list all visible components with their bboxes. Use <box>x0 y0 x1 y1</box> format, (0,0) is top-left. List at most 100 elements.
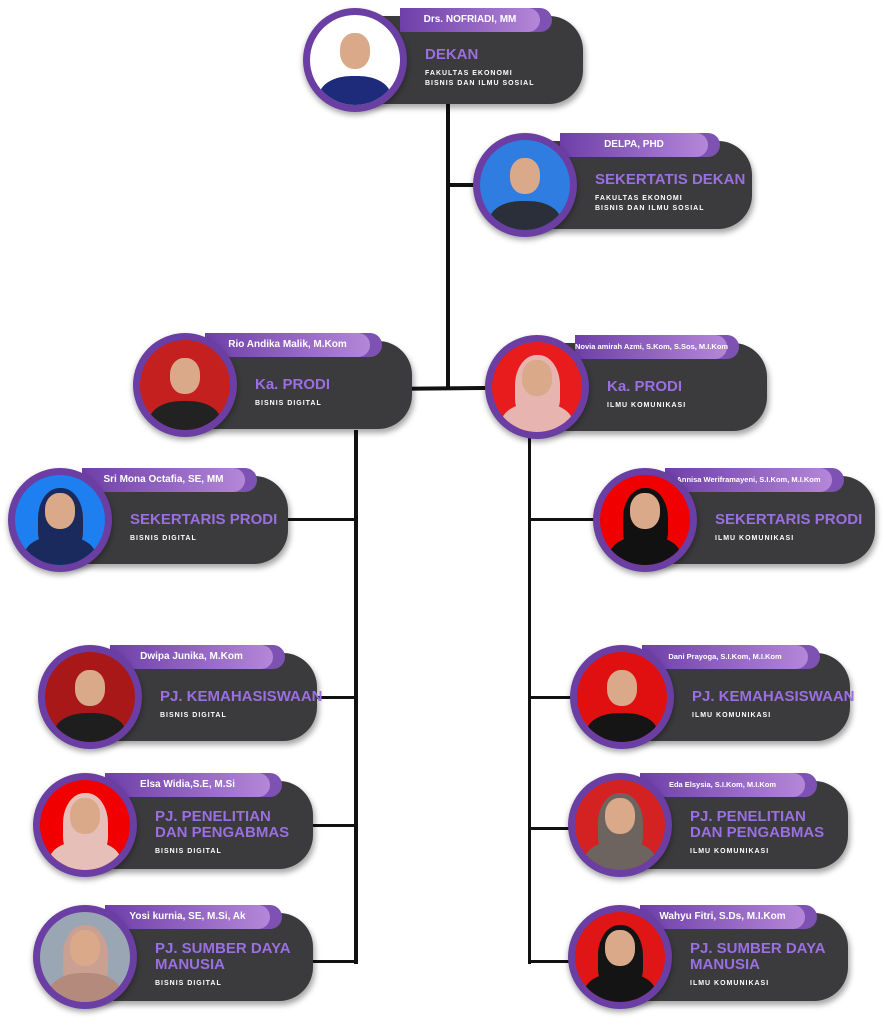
connector-line <box>530 827 576 830</box>
photo-frame <box>568 773 672 877</box>
position-title: SEKERTARIS PRODI <box>130 511 278 528</box>
card-text: PJ. PENELITIAN DAN PENGABMAS BISNIS DIGI… <box>155 799 307 867</box>
person-photo <box>310 15 400 105</box>
position-title: SEKERTATIS DEKAN <box>595 171 746 188</box>
position-title: PJ. KEMAHASISWAAN <box>160 688 323 705</box>
torso-shape <box>319 76 391 105</box>
unit-label: ILMU KOMUNIKASI <box>715 535 795 542</box>
card-text: Ka. PRODI BISNIS DIGITAL <box>255 359 406 427</box>
position-title: PJ. PENELITIAN DAN PENGABMAS <box>690 808 825 841</box>
person-name: Dani Prayoga, S.I.Kom, M.I.Kom <box>642 645 808 669</box>
photo-frame <box>38 645 142 749</box>
unit-label: FAKULTAS EKONOMI BISNIS DAN ILMU SOSIAL <box>595 195 705 212</box>
unit-label: BISNIS DIGITAL <box>160 712 227 719</box>
torso-shape <box>489 201 561 230</box>
photo-frame <box>133 333 237 437</box>
torso-shape <box>584 973 656 1002</box>
torso-shape <box>49 841 121 870</box>
photo-frame <box>8 468 112 572</box>
person-name: Sri Mona Octafia, SE, MM <box>82 468 245 492</box>
photo-frame <box>303 8 407 112</box>
connector-line <box>315 696 356 699</box>
torso-shape <box>609 536 681 565</box>
unit-label: BISNIS DIGITAL <box>155 980 222 987</box>
torso-shape <box>149 401 221 430</box>
person-name: Novia amirah Azmi, S.Kom, S.Sos, M.I.Kom <box>575 335 728 359</box>
unit-label: ILMU KOMUNIKASI <box>690 848 770 855</box>
photo-frame <box>593 468 697 572</box>
person-photo <box>577 652 667 742</box>
torso-shape <box>586 713 658 742</box>
face-shape <box>606 670 638 706</box>
connector-line <box>446 100 450 390</box>
unit-label: BISNIS DIGITAL <box>155 848 222 855</box>
unit-label: ILMU KOMUNIKASI <box>690 980 770 987</box>
torso-shape <box>49 973 121 1002</box>
connector-line <box>311 824 356 827</box>
torso-shape <box>24 536 96 565</box>
card-text: PJ. SUMBER DAYA MANUSIA ILMU KOMUNIKASI <box>690 931 842 999</box>
torso-shape <box>501 403 573 432</box>
photo-frame <box>570 645 674 749</box>
person-name: Wahyu Fitri, S.Ds, M.I.Kom <box>640 905 805 929</box>
photo-frame <box>33 905 137 1009</box>
connector-line <box>528 430 531 964</box>
photo-frame <box>33 773 137 877</box>
person-name: Drs. NOFRIADI, MM <box>400 8 540 32</box>
torso-shape <box>54 713 126 742</box>
photo-frame <box>568 905 672 1009</box>
position-title: PJ. SUMBER DAYA MANUSIA <box>155 940 291 973</box>
unit-label: BISNIS DIGITAL <box>255 400 322 407</box>
person-photo <box>40 912 130 1002</box>
position-title: PJ. KEMAHASISWAAN <box>692 688 855 705</box>
person-photo <box>575 912 665 1002</box>
connector-line <box>530 960 576 963</box>
person-photo <box>575 780 665 870</box>
face-shape <box>509 158 541 194</box>
person-photo <box>600 475 690 565</box>
person-name: Dwipa Junika, M.Kom <box>110 645 273 669</box>
card-text: PJ. KEMAHASISWAAN ILMU KOMUNIKASI <box>692 671 855 739</box>
face-shape <box>69 798 101 834</box>
connector-line <box>354 430 358 964</box>
torso-shape <box>584 841 656 870</box>
connector-line <box>311 960 356 963</box>
person-name: Yosi kurnia, SE, M.Si, Ak <box>105 905 270 929</box>
card-text: SEKERTARIS PRODI BISNIS DIGITAL <box>130 494 290 562</box>
photo-frame <box>473 133 577 237</box>
position-title: PJ. SUMBER DAYA MANUSIA <box>690 940 826 973</box>
card-text: Ka. PRODI ILMU KOMUNIKASI <box>607 361 761 429</box>
face-shape <box>521 360 553 396</box>
card-text: PJ. SUMBER DAYA MANUSIA BISNIS DIGITAL <box>155 931 307 999</box>
face-shape <box>339 33 371 69</box>
card-text: SEKERTATIS DEKAN FAKULTAS EKONOMI BISNIS… <box>595 159 755 227</box>
unit-label: FAKULTAS EKONOMI BISNIS DAN ILMU SOSIAL <box>425 70 535 87</box>
unit-label: ILMU KOMUNIKASI <box>692 712 772 719</box>
connector-line <box>530 696 578 699</box>
person-photo <box>480 140 570 230</box>
connector-line <box>285 518 356 521</box>
position-title: Ka. PRODI <box>255 376 331 393</box>
position-title: Ka. PRODI <box>607 378 683 395</box>
person-photo <box>40 780 130 870</box>
position-title: SEKERTARIS PRODI <box>715 511 863 528</box>
face-shape <box>169 358 201 394</box>
face-shape <box>69 930 101 966</box>
position-title: DEKAN <box>425 46 479 63</box>
card-text: DEKAN FAKULTAS EKONOMI BISNIS DAN ILMU S… <box>425 34 577 102</box>
person-photo <box>45 652 135 742</box>
face-shape <box>604 930 636 966</box>
connector-line <box>530 518 602 521</box>
person-photo <box>15 475 105 565</box>
card-text: SEKERTARIS PRODI ILMU KOMUNIKASI <box>715 494 875 562</box>
photo-frame <box>485 335 589 439</box>
person-name: Rio Andika Malik, M.Kom <box>205 333 370 357</box>
person-name: Eda Elsysia, S.I.Kom, M.I.Kom <box>640 773 805 797</box>
unit-label: BISNIS DIGITAL <box>130 535 197 542</box>
face-shape <box>44 493 76 529</box>
person-name: DELPA, PHD <box>560 133 708 157</box>
face-shape <box>74 670 106 706</box>
person-name: Annisa Weriframayeni, S.I.Kom, M.I.Kom <box>665 468 832 492</box>
person-photo <box>492 342 582 432</box>
